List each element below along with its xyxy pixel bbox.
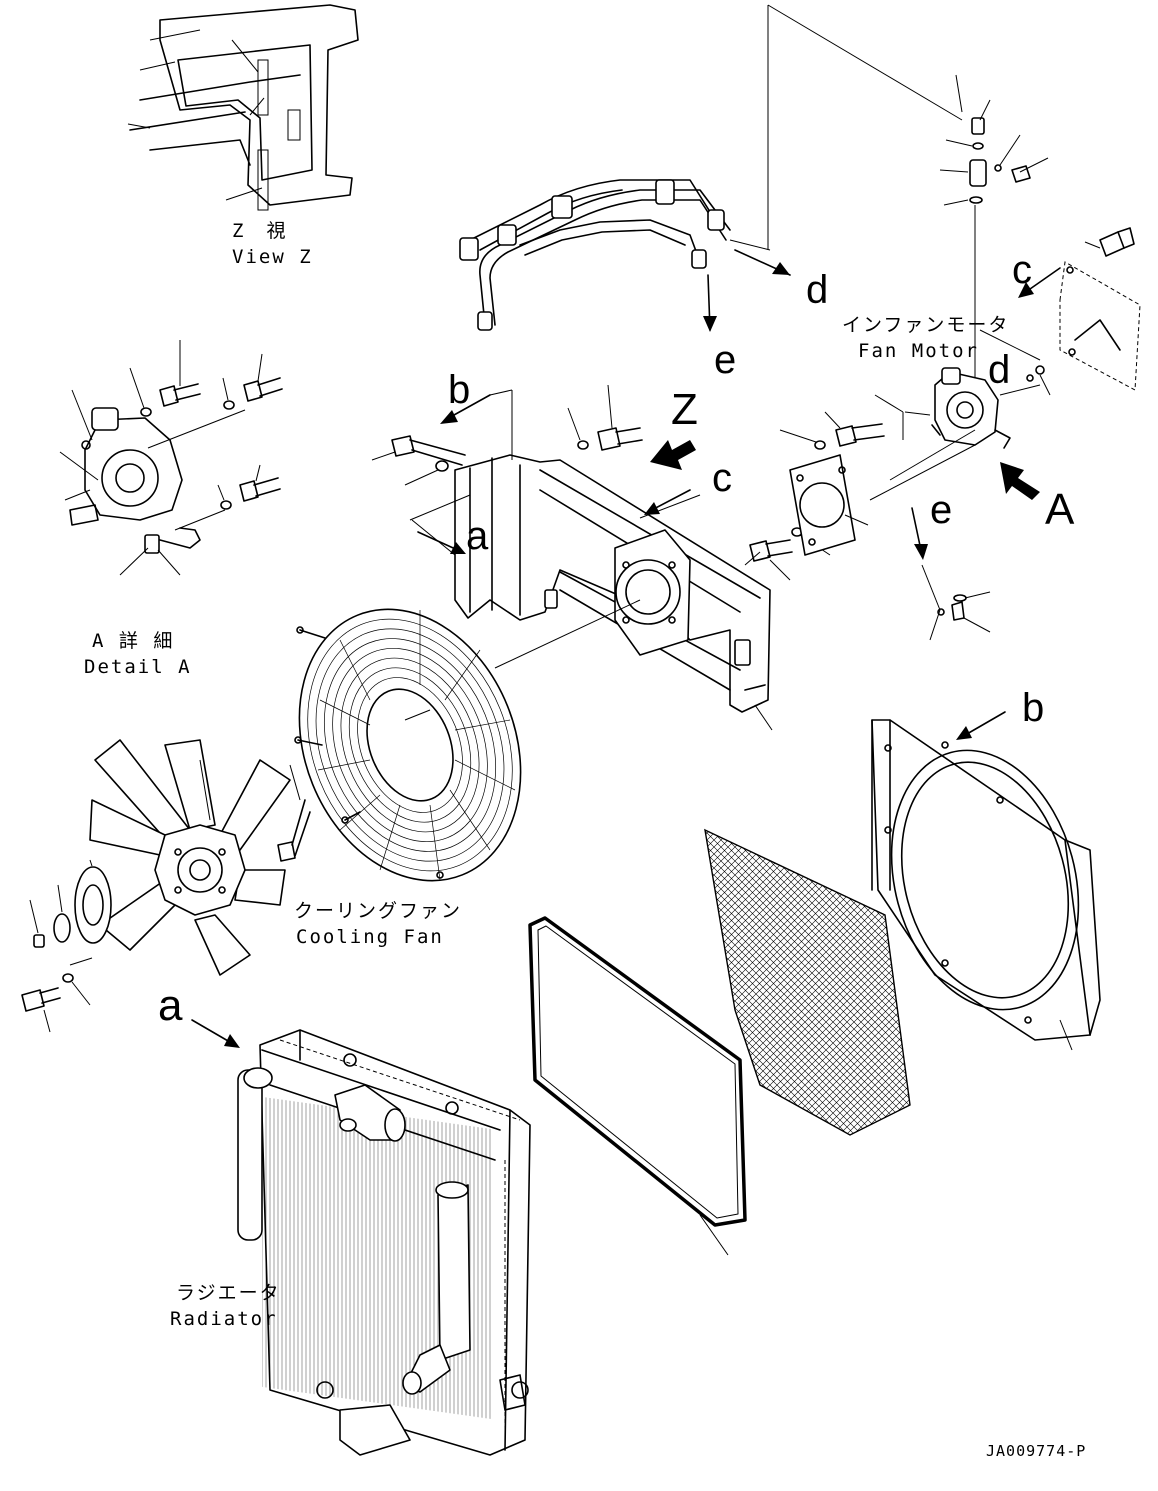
callout-a-radiator: a bbox=[158, 981, 183, 1030]
hydraulic-hoses bbox=[459, 4, 963, 332]
radiator-seal bbox=[528, 916, 747, 1256]
motor-fittings-lower bbox=[911, 507, 991, 641]
detail-a-motor bbox=[59, 340, 283, 576]
caption-fan-motor-en: Fan Motor bbox=[858, 340, 979, 362]
callout-b-shroud: b bbox=[1022, 686, 1045, 730]
fan-bracket-frame bbox=[409, 389, 773, 731]
caption-radiator-jp: ラジエータ bbox=[176, 1282, 281, 1304]
bracket-bolts bbox=[371, 384, 885, 581]
radiator-mesh-screen bbox=[704, 828, 911, 1136]
callout-z: Z bbox=[671, 385, 698, 434]
caption-detail-a-en: Detail A bbox=[84, 656, 192, 678]
callout-c-cover: c bbox=[1012, 248, 1032, 292]
drawing-reference-number: JA009774-P bbox=[986, 1442, 1087, 1460]
detail-a-arrow bbox=[1000, 462, 1040, 500]
caption-cooling-fan-jp: クーリングファン bbox=[294, 900, 463, 922]
caption-view-z-jp: Z 視 bbox=[232, 220, 288, 242]
fan-motor-fittings bbox=[939, 74, 1049, 380]
fan-motor bbox=[869, 329, 1051, 501]
fan-spacer bbox=[21, 859, 112, 1033]
callout-e-motor: e bbox=[930, 488, 953, 532]
callout-e-hose: e bbox=[714, 338, 737, 382]
radiator bbox=[237, 1029, 531, 1456]
motor-gasket bbox=[789, 454, 869, 556]
caption-radiator-en: Radiator bbox=[170, 1308, 278, 1330]
cooling-fan bbox=[89, 739, 291, 976]
callout-c-bracket: c bbox=[712, 456, 732, 500]
caption-detail-a-jp: A 詳 細 bbox=[92, 630, 175, 652]
callout-a-detail: A bbox=[1045, 485, 1075, 534]
reference-arrows bbox=[417, 394, 691, 554]
fan-shroud bbox=[871, 711, 1101, 1051]
callout-d-hose: d bbox=[806, 268, 829, 312]
guard-bolts bbox=[249, 764, 311, 862]
callout-b-bracket: b bbox=[448, 368, 471, 412]
callout-a-bracket: a bbox=[466, 514, 489, 558]
caption-cooling-fan-en: Cooling Fan bbox=[296, 926, 444, 948]
fan-guard bbox=[294, 608, 522, 882]
cover-plate bbox=[1018, 227, 1141, 391]
caption-fan-motor-jp: インファンモータ bbox=[842, 314, 1010, 336]
callout-d-motor: d bbox=[988, 348, 1011, 392]
caption-view-z-en: View Z bbox=[232, 246, 313, 268]
view-z-arrow bbox=[650, 440, 696, 470]
view-z-bracket bbox=[127, 4, 359, 211]
